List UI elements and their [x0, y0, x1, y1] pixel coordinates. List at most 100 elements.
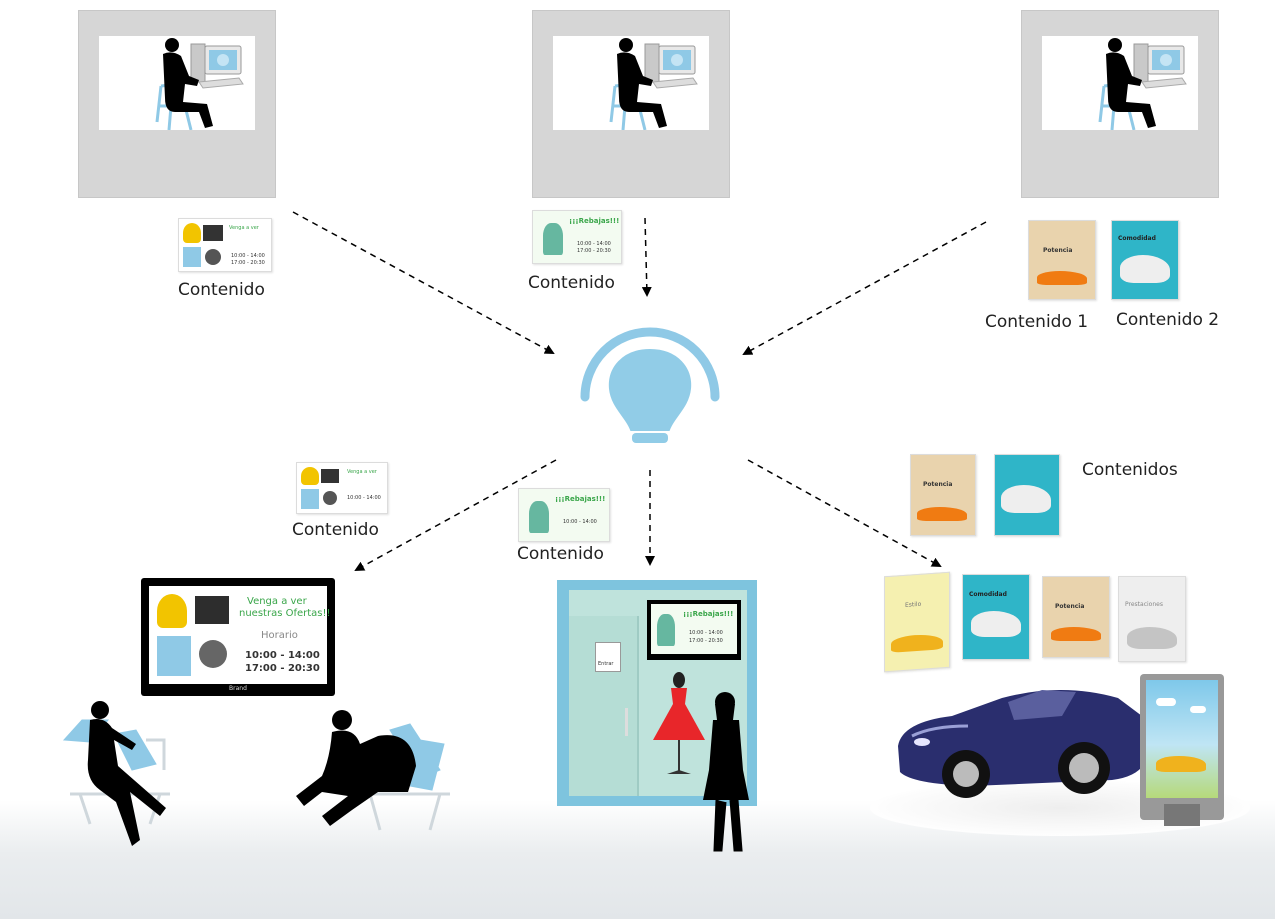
creator-panel-right [1021, 10, 1219, 198]
tv-time-2: 17:00 - 20:30 [245, 663, 320, 674]
car-icon [1127, 627, 1177, 649]
pc-icon [157, 636, 191, 676]
woman-sitting-icon [657, 614, 675, 646]
woman-sitting-icon [543, 223, 563, 255]
sports-car-icon [898, 690, 1148, 798]
poster-comfort-title: Comodidad [1118, 235, 1156, 242]
creator-panel-center [532, 10, 730, 198]
thumb-sale-time-1: 10:00 - 14:00 [577, 241, 611, 247]
content-thumb-sale-bottom: ¡¡¡Rebajas!!! 10:00 - 14:00 [518, 488, 610, 542]
tv-time-1: 10:00 - 14:00 [245, 650, 320, 661]
tv-headline-2: nuestras Ofertas!! [239, 608, 331, 619]
scale-icon [205, 249, 221, 265]
bottom-left-label: Contenido [292, 520, 379, 540]
creator-screen-center [553, 36, 709, 130]
showroom-poster-style: Estilo [884, 571, 950, 673]
top-right-label-2: Contenido 2 [1116, 310, 1220, 330]
car-icon [1001, 485, 1051, 513]
content-thumb-offers-bottom: Venga a ver 10:00 - 14:00 [296, 462, 388, 514]
poster-power-title: Potencia [923, 481, 953, 488]
creator-screen-right [1042, 36, 1198, 130]
woman-silhouette-icon [703, 692, 749, 852]
arrow-top-center [641, 217, 652, 297]
shop-door: Entrar [569, 616, 639, 796]
creator-panel-left [78, 10, 276, 198]
mannequin-icon [653, 672, 705, 774]
poster-power-title: Potencia [1043, 247, 1073, 254]
poster-features-title: Prestaciones [1125, 601, 1163, 608]
content-thumb-power-top: Potencia [1028, 220, 1096, 300]
totem-base [1164, 804, 1200, 826]
car-icon [1051, 627, 1101, 641]
arrow-top-right [742, 221, 987, 355]
pc-icon [301, 489, 319, 509]
window-sale-headline: ¡¡¡Rebajas!!! [683, 610, 734, 618]
headphones-icon [157, 594, 187, 628]
content-thumb-sale-top: ¡¡¡Rebajas!!! 10:00 - 14:00 17:00 - 20:3… [532, 210, 622, 264]
showroom-poster-features: Prestaciones [1118, 576, 1186, 662]
headphones-icon [183, 223, 201, 243]
thumb-offers-time-1: 10:00 - 14:00 [347, 495, 381, 501]
car-icon [891, 633, 943, 653]
poster-power-title: Potencia [1055, 603, 1085, 610]
thumb-offers-headline: Venga a ver [229, 225, 259, 231]
showroom-poster-comfort: Comodidad [962, 574, 1030, 660]
poster-comfort-title: Comodidad [969, 591, 1007, 598]
computer-user-icon [609, 38, 698, 130]
pc-icon [183, 247, 201, 267]
window-display-screen: ¡¡¡Rebajas!!! 10:00 - 14:00 17:00 - 20:3… [647, 600, 741, 660]
door-sign-text: Entrar [598, 661, 614, 667]
arrow-bottom-left [354, 459, 557, 571]
poster-style-title: Estilo [905, 600, 922, 609]
person-silhouette-icon [296, 710, 416, 826]
car-icon [1037, 271, 1087, 285]
person-silhouette-icon [87, 701, 166, 846]
bottom-center-label: Contenido [517, 544, 604, 564]
car-icon [917, 507, 967, 521]
computer-user-icon [155, 38, 244, 130]
thumb-offers-time-1: 10:00 - 14:00 [231, 253, 265, 259]
tv-headline-1: Venga a ver [247, 596, 307, 607]
bottom-right-label: Contenidos [1082, 460, 1178, 480]
window-sale-time-2: 17:00 - 20:30 [689, 638, 723, 644]
door-sign: Entrar [595, 642, 621, 672]
car-icon [1156, 756, 1206, 772]
scale-icon [323, 491, 337, 505]
thumb-sale-headline: ¡¡¡Rebajas!!! [555, 495, 606, 503]
cloud-icon [1190, 706, 1206, 713]
thumb-offers-time-2: 17:00 - 20:30 [231, 260, 265, 266]
window-display-content: ¡¡¡Rebajas!!! 10:00 - 14:00 17:00 - 20:3… [651, 604, 737, 654]
headphones-icon [301, 467, 319, 485]
thumb-sale-headline: ¡¡¡Rebajas!!! [569, 217, 620, 225]
computer-user-icon [1098, 38, 1187, 130]
scale-icon [199, 640, 227, 668]
light-bulb-icon [580, 327, 720, 443]
waiting-room-tv: Venga a ver nuestras Ofertas!! Horario 1… [141, 578, 335, 696]
door-handle [625, 708, 628, 736]
waiting-people-silhouettes [62, 701, 450, 846]
content-thumb-power-bottom: Potencia [910, 454, 976, 536]
car-icon [1120, 255, 1170, 283]
content-thumb-comfort-top: Comodidad [1111, 220, 1179, 300]
creator-screen-left [99, 36, 255, 130]
content-thumb-comfort-bottom [994, 454, 1060, 536]
content-thumb-offers-top: Venga a ver 10:00 - 14:00 17:00 - 20:30 [178, 218, 272, 272]
laptop-icon [203, 225, 223, 241]
top-center-label: Contenido [528, 273, 615, 293]
top-right-label-1: Contenido 1 [985, 312, 1089, 332]
laptop-icon [321, 469, 339, 483]
arrow-bottom-right [747, 459, 942, 567]
laptop-icon [195, 596, 229, 624]
cloud-icon [1156, 698, 1176, 706]
thumb-offers-headline: Venga a ver [347, 469, 377, 475]
car-icon [971, 611, 1021, 637]
tv-schedule-title: Horario [261, 630, 298, 641]
top-left-label: Contenido [178, 280, 265, 300]
thumb-sale-time-1: 10:00 - 14:00 [563, 519, 597, 525]
window-sale-time-1: 10:00 - 14:00 [689, 630, 723, 636]
woman-sitting-icon [529, 501, 549, 533]
totem-screen [1146, 680, 1218, 798]
tv-brand: Brand [229, 685, 247, 692]
showroom-poster-power: Potencia [1042, 576, 1110, 658]
